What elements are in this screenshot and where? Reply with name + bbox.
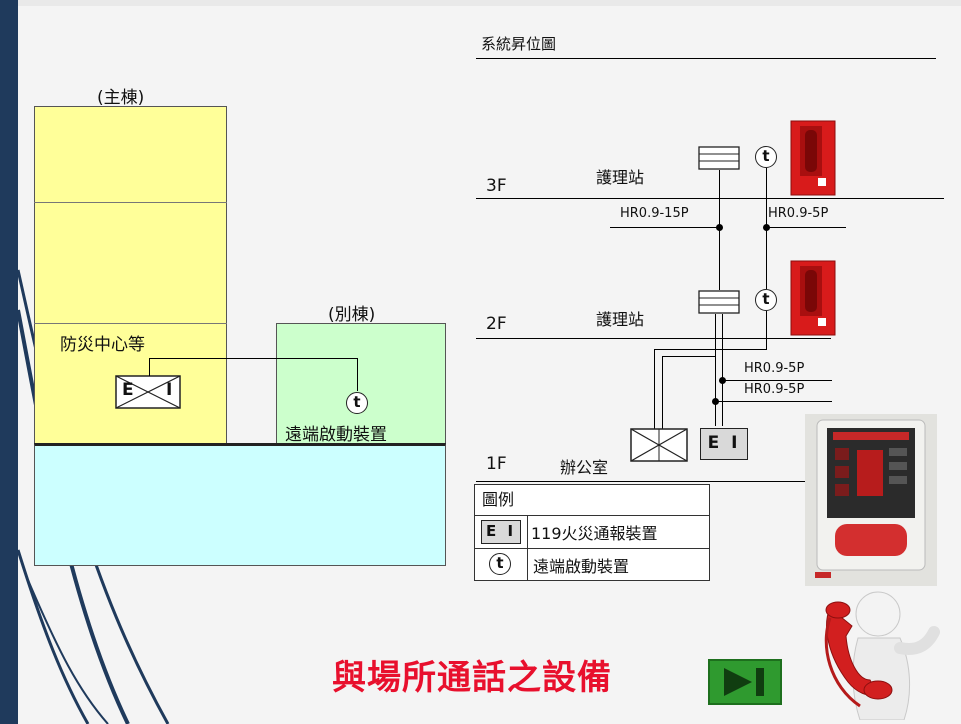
floor-line-3f <box>476 198 944 199</box>
remote-start-t-icon-3f: t <box>755 146 777 168</box>
floor-line-1f <box>476 481 806 482</box>
slide-title: 與場所通話之設備 <box>332 658 612 698</box>
handset-box-2f <box>698 290 740 314</box>
wire <box>149 358 150 376</box>
ei-letter-e: E <box>122 380 134 400</box>
main-floor-divider <box>34 202 227 203</box>
floor-line-2f <box>476 338 831 339</box>
floor-label-1f: 1F <box>486 454 507 474</box>
cable-label: HR0.9-5P <box>768 206 829 221</box>
disaster-center-label: 防災中心等 <box>60 335 145 355</box>
riser-left-lower <box>722 314 723 426</box>
junction-dot <box>719 377 726 384</box>
riser-left-lower <box>715 314 716 426</box>
wire <box>357 358 358 391</box>
cable-leader <box>724 380 832 381</box>
play-next-icon <box>724 668 764 696</box>
wire-to-office <box>662 356 715 357</box>
red-phone-icon-3f <box>790 120 836 196</box>
legend-item-remote-start: 遠端啟動裝置 <box>533 557 630 576</box>
wire-to-office <box>654 349 767 350</box>
left-accent-bar <box>0 0 18 724</box>
legend-col-divider <box>527 515 528 581</box>
floor-label-2f: 2F <box>486 314 507 334</box>
ei-letter-i: I <box>166 380 173 400</box>
nurse-station-3f: 護理站 <box>596 168 645 187</box>
figure-with-phone-icon <box>824 591 940 720</box>
legend-row-divider <box>474 548 710 549</box>
riser-right-lower <box>766 311 767 349</box>
fire-alarm-panel-icon <box>805 414 937 586</box>
main-building-label: (主棟) <box>97 88 145 108</box>
main-floor-divider <box>34 323 227 324</box>
cable-label: HR0.9-5P <box>744 361 805 376</box>
cable-label: HR0.9-5P <box>744 382 805 397</box>
legend-t-symbol: t <box>489 553 511 575</box>
legend-row-divider <box>474 515 710 516</box>
handset-box-3f <box>698 146 740 170</box>
junction-dot <box>763 224 770 231</box>
remote-start-t-icon-2f: t <box>755 289 777 311</box>
cable-leader <box>764 227 846 228</box>
cable-label: HR0.9-15P <box>620 206 689 221</box>
play-next-button[interactable] <box>708 659 782 705</box>
remote-start-t-icon: t <box>346 392 368 414</box>
title-underline <box>476 58 936 59</box>
wire <box>149 358 357 359</box>
ei-crossed-symbol <box>115 375 181 409</box>
floor-label-3f: 3F <box>486 176 507 196</box>
annex-building-label: (別棟) <box>328 305 376 325</box>
system-riser-title: 系統昇位圖 <box>481 35 557 53</box>
red-phone-icon-2f <box>790 260 836 336</box>
office-ei-crossed-symbol <box>630 428 688 462</box>
office-label: 辦公室 <box>560 458 609 477</box>
fire-report-ei-box: E I <box>700 428 748 460</box>
legend-item-fire-report: 119火災通報裝置 <box>531 524 658 543</box>
wire-to-office <box>662 356 663 429</box>
cable-leader <box>716 401 832 402</box>
junction-dot <box>712 398 719 405</box>
annex-building <box>276 323 446 444</box>
top-strip <box>18 0 961 6</box>
legend-title: 圖例 <box>482 490 515 509</box>
remote-device-label: 遠端啟動裝置 <box>285 425 387 445</box>
nurse-station-2f: 護理站 <box>596 310 645 329</box>
junction-dot <box>716 224 723 231</box>
cable-leader <box>610 227 722 228</box>
legend-ei-symbol: E I <box>481 520 521 544</box>
wire-to-office <box>654 349 655 429</box>
ground-base <box>34 443 446 566</box>
